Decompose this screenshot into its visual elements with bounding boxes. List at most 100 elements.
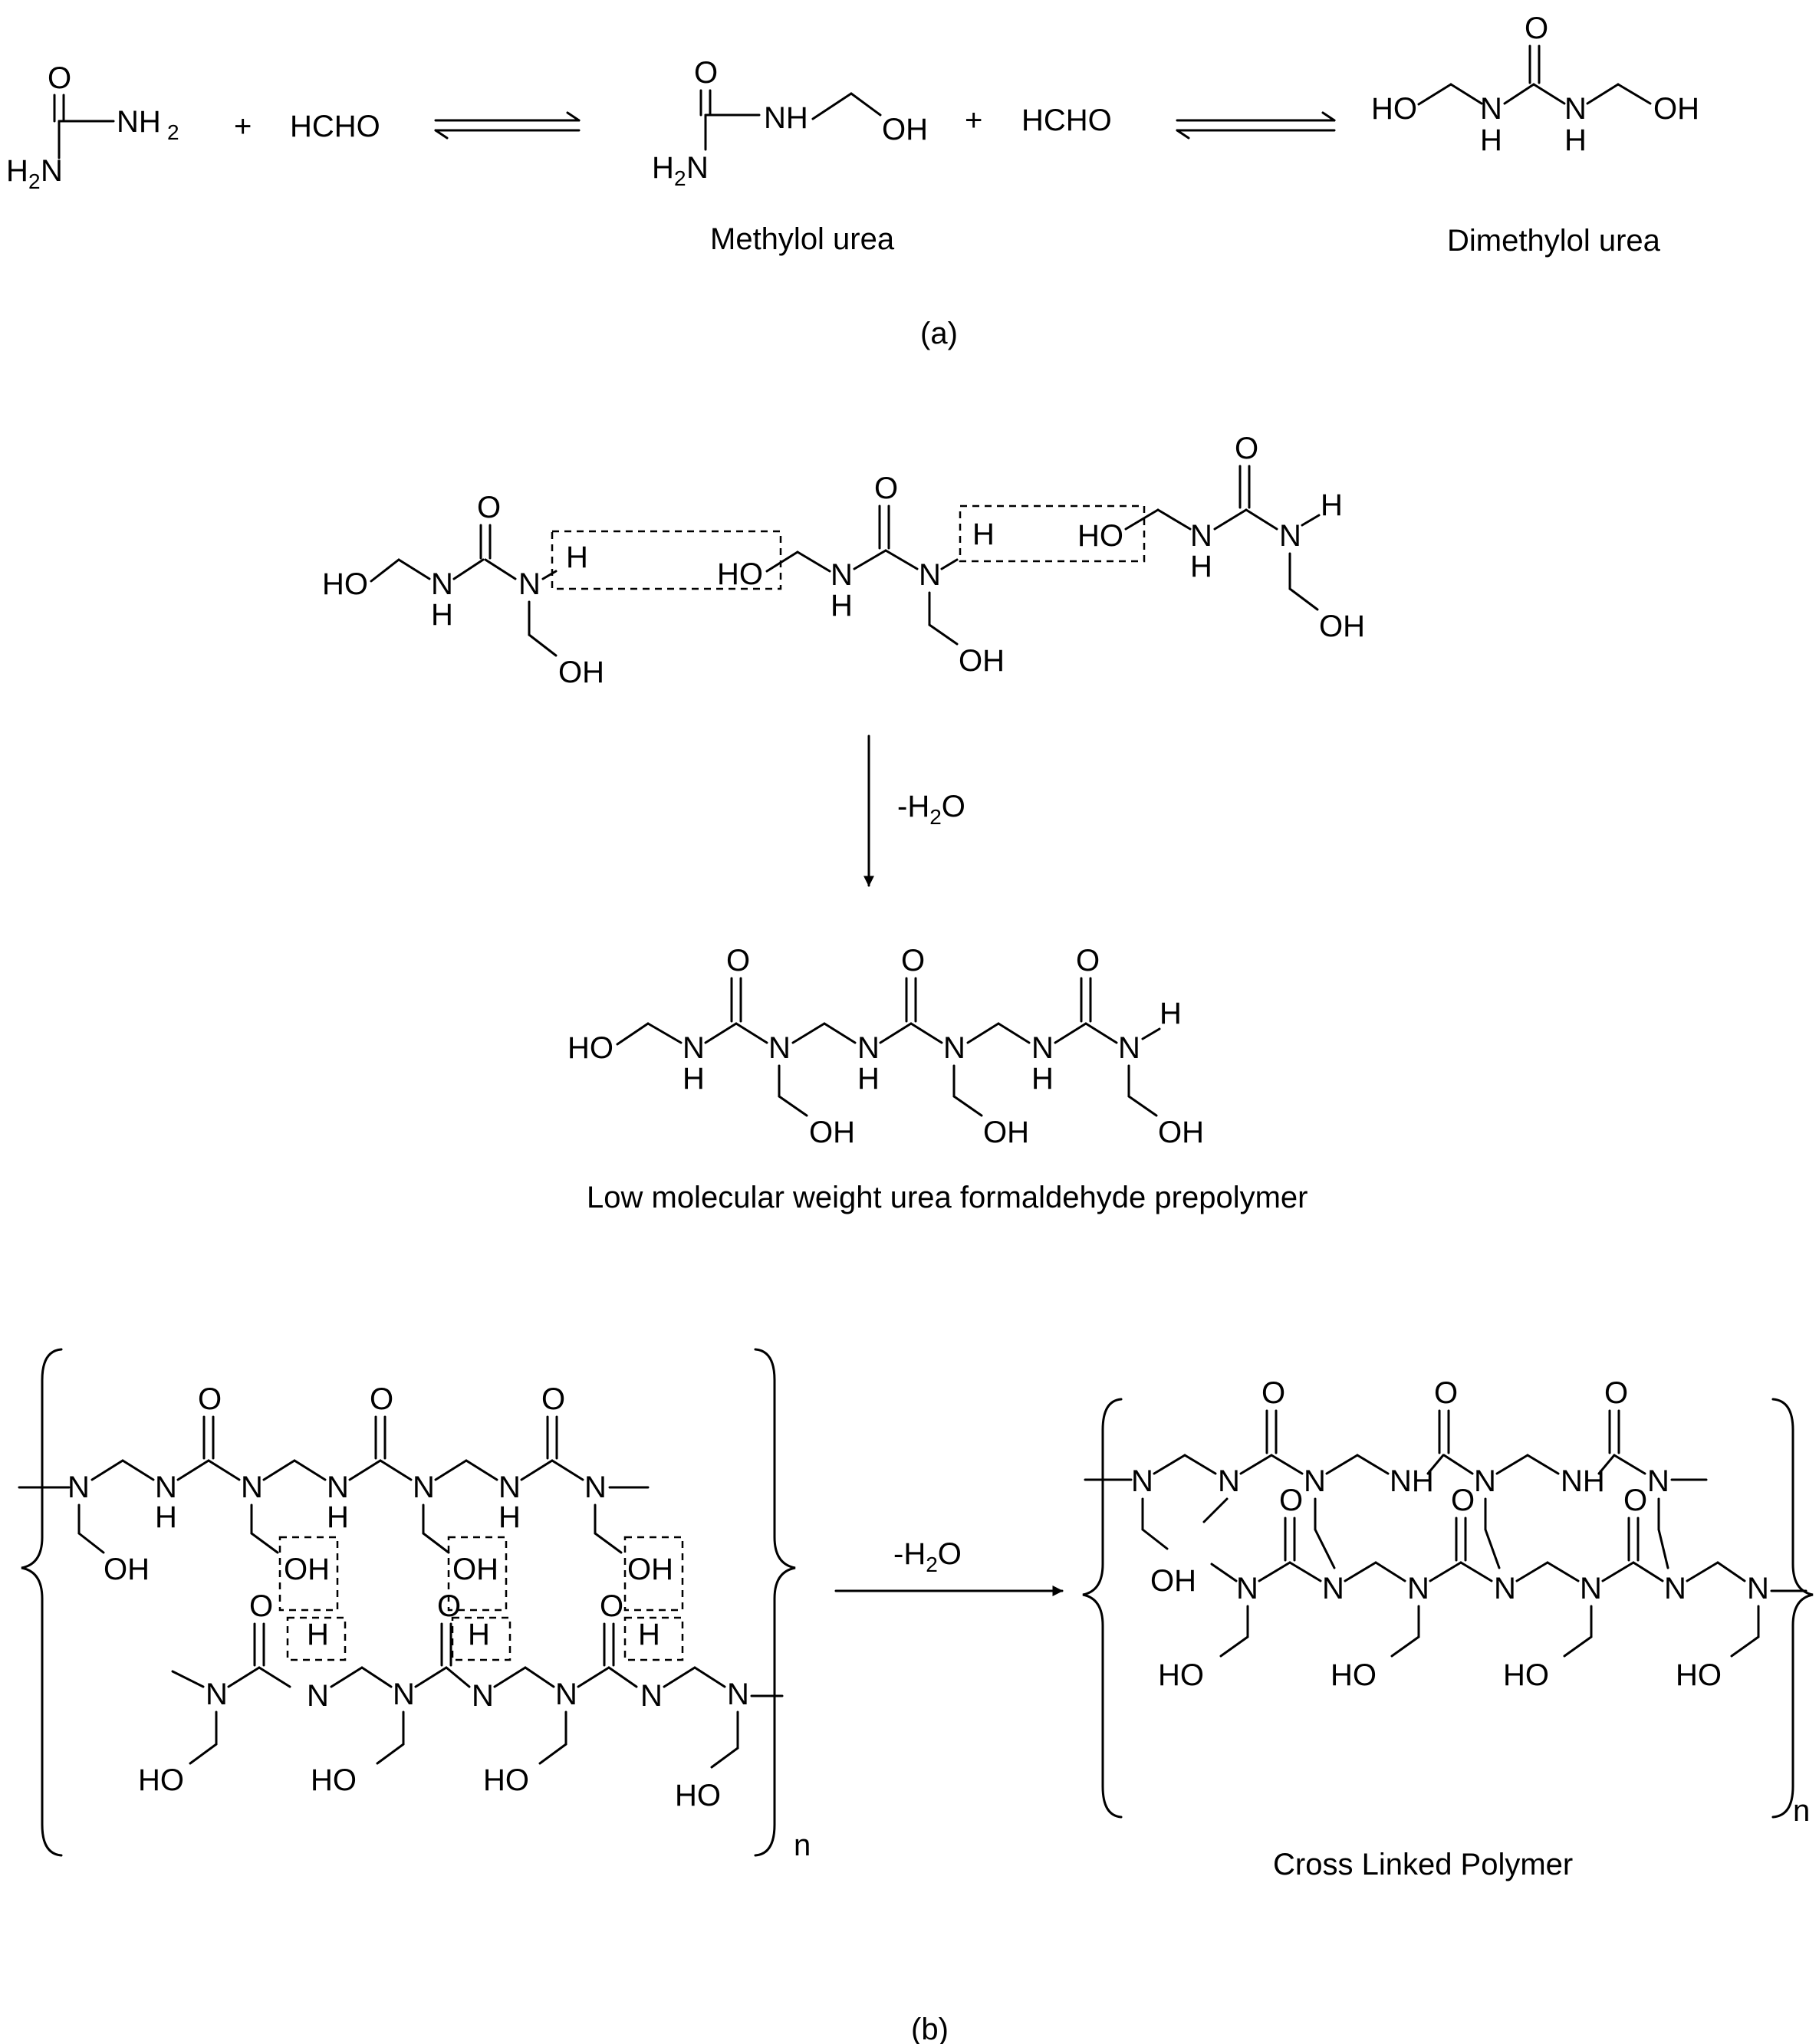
atom-n: N [431, 567, 453, 601]
atom-n: N [1031, 1031, 1054, 1065]
reagent-hcho: HCHO [290, 110, 380, 143]
repeat-unit-n: n [794, 1829, 811, 1862]
atom-n: N [1747, 1572, 1769, 1605]
atom-o: O [477, 491, 501, 524]
atom-oh: OH [959, 644, 1005, 678]
subscript: 2 [28, 169, 41, 193]
atom-o: O [1525, 12, 1548, 45]
atom-n: N [1218, 1464, 1240, 1498]
atom-ho: HO [311, 1763, 357, 1797]
atom-n: N [1304, 1464, 1326, 1498]
plus-sign: + [965, 104, 982, 137]
atom-o: O [1451, 1484, 1475, 1517]
atom-n: N [943, 1031, 965, 1065]
arrow-label-water: -H2O [897, 790, 965, 829]
atom-n: N [683, 1031, 705, 1065]
atom-ho: HO [1077, 519, 1123, 553]
atom-h: H [652, 151, 674, 185]
atom-n: N [241, 1471, 263, 1504]
atom-o: O [1235, 432, 1258, 465]
atom-oh: OH [1653, 92, 1699, 126]
atom-n: N [640, 1679, 663, 1713]
atom-ho: HO [322, 567, 368, 601]
atom-oh: OH [104, 1553, 150, 1586]
atom-nh: NH [764, 101, 808, 135]
atom-nh2: NH [117, 105, 161, 139]
atom-h: H [6, 154, 28, 188]
plus-sign: + [234, 110, 252, 143]
atom-ho: HO [483, 1763, 529, 1797]
atom-h: H [638, 1618, 660, 1651]
atom-n: N [1190, 519, 1212, 553]
atom-o: O [370, 1382, 393, 1416]
atom-n: N [1474, 1464, 1496, 1498]
arrow-label-water: -H2O [893, 1537, 962, 1576]
highlight-box [623, 1616, 684, 1661]
atom-n: N [686, 151, 709, 185]
atom-o: O [541, 1382, 565, 1416]
atom-o: O [1434, 1376, 1458, 1410]
atom-h: H [155, 1500, 177, 1534]
atom-n: N [1118, 1031, 1140, 1065]
atom-n: N [584, 1471, 607, 1504]
atom-oh: OH [284, 1553, 330, 1586]
subscript: 2 [674, 166, 686, 190]
atom-oh: OH [1158, 1116, 1204, 1149]
atom-h: H [498, 1500, 521, 1534]
reagent-hcho: HCHO [1021, 104, 1112, 137]
atom-h: H [1480, 123, 1502, 157]
panel-label-b: (b) [911, 2013, 949, 2044]
atom-n: N [1407, 1572, 1429, 1605]
atom-n: N [1647, 1464, 1669, 1498]
equilibrium-arrow [434, 111, 581, 140]
atom-n: N [857, 1031, 880, 1065]
highlight-box [623, 1536, 684, 1612]
crosslinked-polymer-label: Cross Linked Polymer [1273, 1848, 1573, 1881]
methylol-urea-label: Methylol urea [710, 222, 895, 256]
atom-n: N [206, 1678, 228, 1711]
atom-h: H [431, 598, 453, 632]
atom-h: H [1564, 123, 1587, 157]
scheme-a: O NH 2 H 2 N + HCHO O NH [6, 12, 1699, 350]
atom-ho: HO [1371, 92, 1417, 126]
atom-n: N [1279, 519, 1301, 553]
atom-h: H [1031, 1062, 1054, 1096]
prepolymer-label: Low molecular weight urea formaldehyde p… [587, 1181, 1308, 1214]
atom-n: N [919, 558, 941, 592]
atom-o: O [600, 1589, 623, 1623]
atom-h: H [831, 589, 853, 623]
atom-oh: OH [558, 656, 604, 689]
atom-o: O [726, 944, 750, 978]
atom-oh: OH [809, 1116, 855, 1149]
atom-ho: HO [1158, 1658, 1204, 1692]
atom-o: O [1261, 1376, 1285, 1410]
prepolymer-structure: HO N H O N OH N H O N OH N H O N [567, 944, 1204, 1149]
prepolymer-chains-bracket: n N N H O N N H O N N H O N [18, 1348, 811, 1862]
subscript: 2 [167, 120, 179, 144]
atom-oh: OH [882, 113, 928, 146]
atom-n: N [413, 1471, 435, 1504]
highlight-box [451, 1616, 511, 1661]
atom-n: N [498, 1471, 521, 1504]
atom-o: O [694, 56, 718, 90]
highlight-box [278, 1536, 339, 1612]
atom-n: N [1131, 1464, 1153, 1498]
atom-o: O [1604, 1376, 1628, 1410]
atom-n: N [727, 1678, 749, 1711]
atom-oh: OH [627, 1553, 673, 1586]
atom-n: N [1564, 92, 1587, 126]
atom-o: O [198, 1382, 222, 1416]
atom-n: N [831, 558, 853, 592]
atom-oh: OH [1150, 1564, 1196, 1598]
atom-h: H [683, 1062, 705, 1096]
atom-ho: HO [717, 557, 763, 591]
atom-n: N [1494, 1572, 1516, 1605]
atom-ho: HO [1676, 1658, 1722, 1692]
atom-n: N [555, 1678, 577, 1711]
atom-n: N [393, 1678, 415, 1711]
atom-n: N [1236, 1572, 1258, 1605]
atom-n: N [155, 1471, 177, 1504]
atom-ho: HO [138, 1763, 184, 1797]
atom-h: H [857, 1062, 880, 1096]
